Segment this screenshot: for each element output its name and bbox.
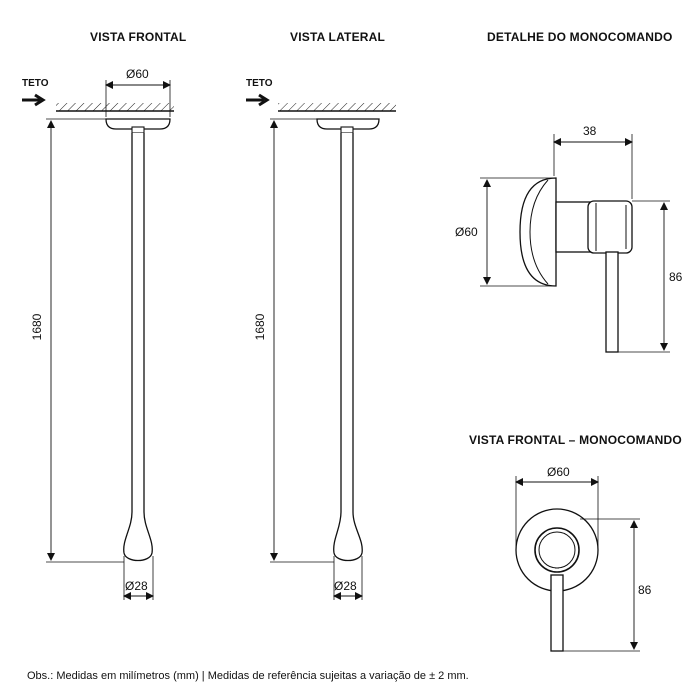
ceiling-label: TETO bbox=[22, 78, 49, 89]
height-label: 1680 bbox=[253, 313, 267, 341]
depth-label: 38 bbox=[583, 124, 597, 138]
bottom-diameter-label: Ø28 bbox=[334, 579, 357, 593]
mixer-lever bbox=[605, 251, 619, 353]
footnote: Obs.: Medidas em milímetros (mm) | Medid… bbox=[27, 670, 469, 682]
front-view-title: VISTA FRONTAL bbox=[90, 30, 187, 44]
side-view bbox=[246, 93, 396, 600]
height-label: 86 bbox=[638, 583, 652, 597]
height-label: 86 bbox=[669, 270, 683, 284]
shower-stem bbox=[333, 133, 363, 562]
side-view-title: VISTA LATERAL bbox=[290, 30, 386, 44]
canopy bbox=[316, 118, 380, 130]
bottom-diameter-label: Ø28 bbox=[125, 579, 148, 593]
ceiling-hatch bbox=[56, 103, 174, 111]
ceiling-hatch bbox=[278, 103, 396, 111]
diameter-label: Ø60 bbox=[455, 225, 478, 239]
mixer-detail-view bbox=[480, 134, 670, 353]
diameter-label: Ø60 bbox=[547, 465, 570, 479]
detail-view-title: DETALHE DO MONOCOMANDO bbox=[487, 30, 673, 44]
connector bbox=[131, 126, 145, 134]
mixer-plate bbox=[519, 177, 557, 287]
top-diameter-label: Ø60 bbox=[126, 67, 149, 81]
ceiling-label: TETO bbox=[246, 78, 273, 89]
ceiling-arrow bbox=[22, 93, 46, 107]
shower-stem bbox=[123, 133, 153, 562]
front-view bbox=[22, 80, 174, 600]
mixer-cap-inner bbox=[538, 531, 576, 569]
mixer-cap bbox=[587, 200, 633, 254]
mixer-lever bbox=[550, 574, 564, 652]
front-mixer-view-title: VISTA FRONTAL – MONOCOMANDO bbox=[469, 433, 682, 447]
connector bbox=[340, 126, 354, 134]
ceiling-arrow bbox=[246, 93, 270, 107]
canopy bbox=[105, 118, 171, 130]
height-label: 1680 bbox=[30, 313, 44, 341]
mixer-front-view bbox=[515, 476, 640, 652]
